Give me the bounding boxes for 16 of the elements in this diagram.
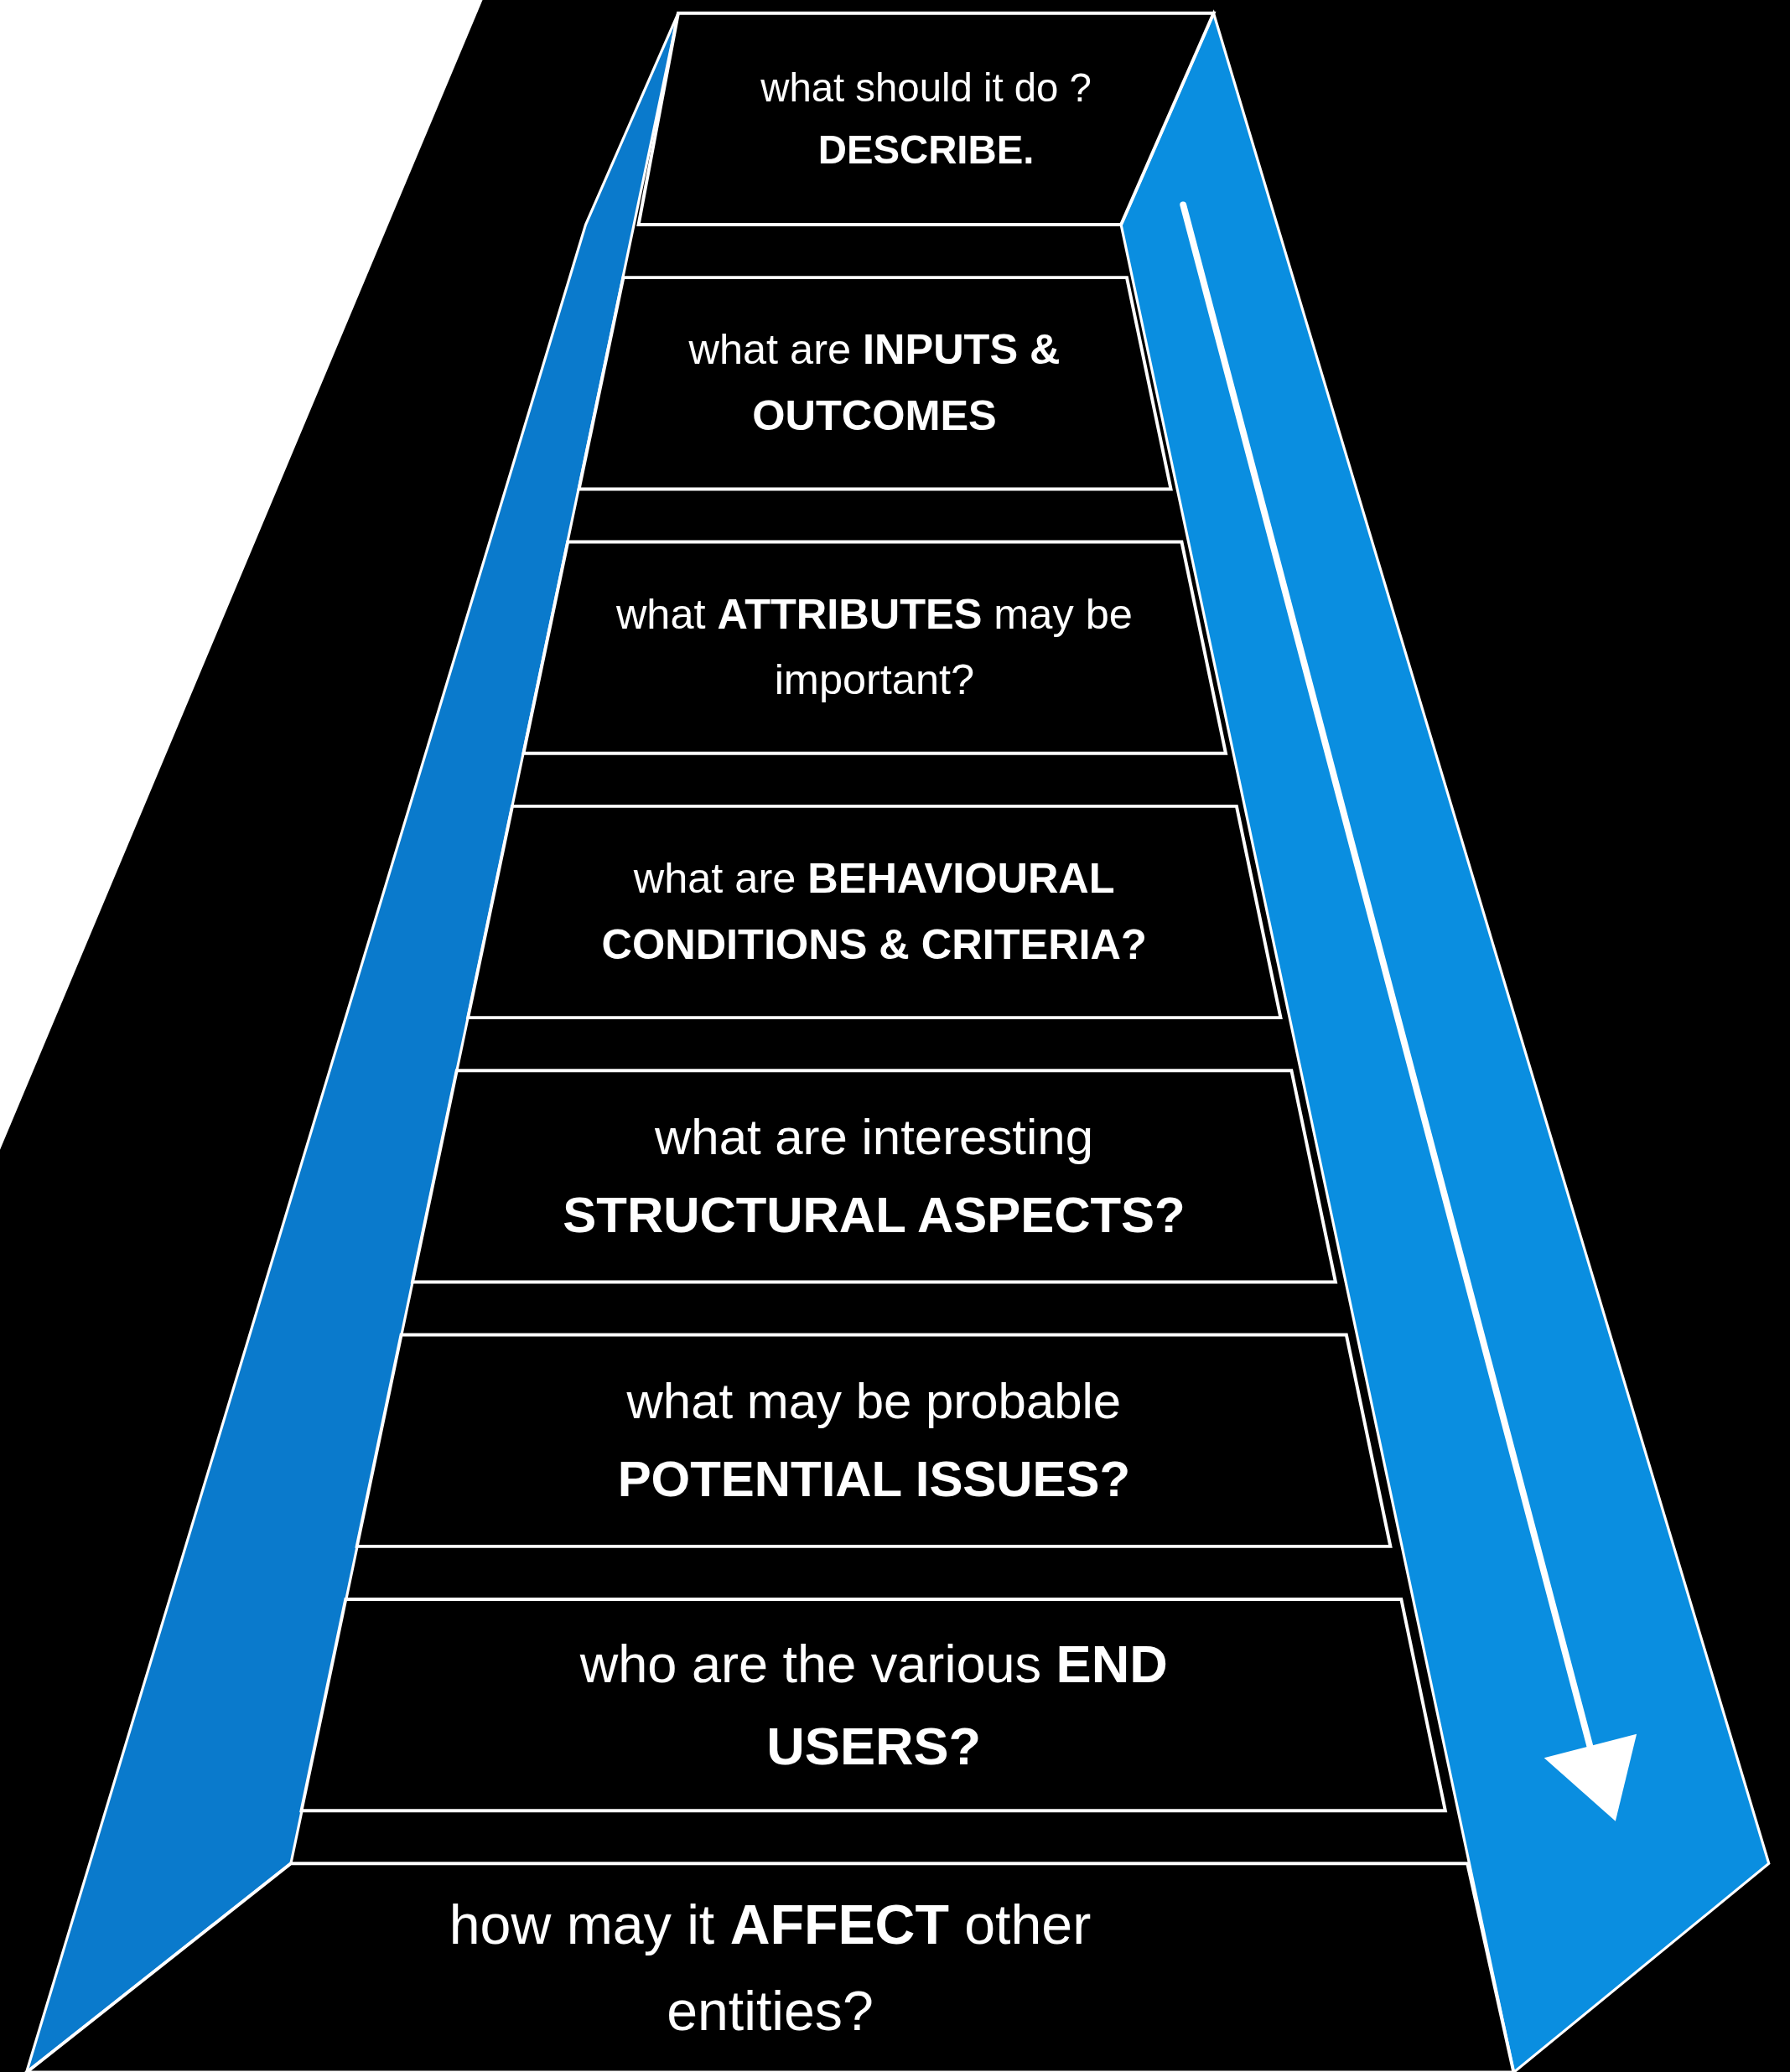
step-text: what should it do ? DESCRIBE. (760, 65, 1092, 173)
step-text: what may be probable POTENTIAL ISSUES? (616, 1372, 1132, 1509)
step-text: what are BEHAVIOURAL CONDITIONS & CRITERIA? (600, 853, 1148, 970)
step-box (579, 277, 1170, 490)
step-box (523, 541, 1226, 754)
step-text: what are INPUTS & OUTCOMES (687, 324, 1061, 441)
step-box (357, 1334, 1391, 1546)
step-box (26, 1863, 1514, 2072)
step-text: what are interesting STRUCTURAL ASPECTS? (562, 1108, 1186, 1245)
step-text: who are the various END USERS? (579, 1634, 1169, 1777)
step-box (638, 13, 1214, 225)
step-text: how may it AFFECT other entities? (448, 1893, 1092, 2044)
step-text: what ATTRIBUTES may be important? (615, 588, 1134, 705)
step-box (468, 805, 1281, 1018)
step-box (302, 1598, 1446, 1811)
step-box (412, 1070, 1336, 1282)
